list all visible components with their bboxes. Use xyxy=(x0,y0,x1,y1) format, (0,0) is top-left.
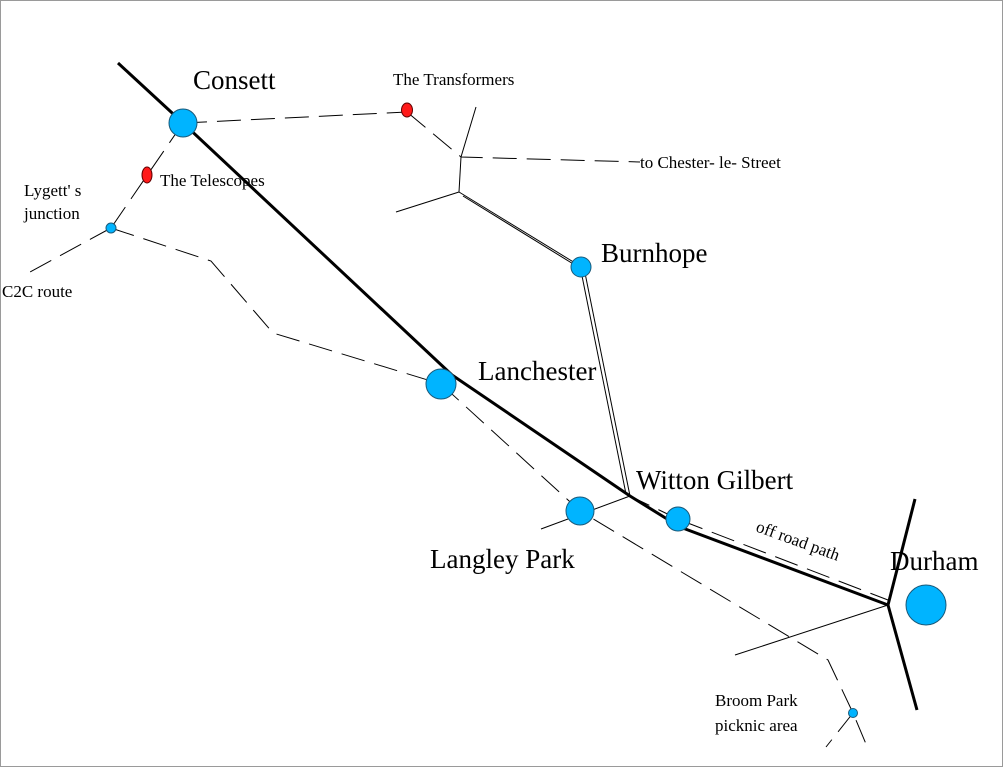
lanchester-label: Lanchester xyxy=(478,356,596,386)
broom-park-label-line1: Broom Park xyxy=(715,691,798,710)
transformers-marker xyxy=(401,102,413,118)
durham-marker xyxy=(905,584,947,626)
path-broom-park-west xyxy=(825,712,854,748)
broom-park-marker xyxy=(848,708,858,718)
witton-gilbert-label: Witton Gilbert xyxy=(636,465,794,495)
path-transformers-chester xyxy=(406,111,641,163)
main-road xyxy=(116,61,889,607)
lanchester-marker xyxy=(425,368,457,400)
chester-route-label: to Chester- le- Street xyxy=(640,153,781,172)
consett-label: Consett xyxy=(193,65,276,95)
durham-broom-road xyxy=(734,604,889,656)
burnhope-witton-road-a xyxy=(579,265,627,495)
off-road-path-label: off road path xyxy=(754,517,843,565)
transformers-label: The Transformers xyxy=(393,70,514,89)
path-lygett-lanchester xyxy=(110,227,442,385)
path-c2c xyxy=(29,227,112,273)
witton-gilbert-marker xyxy=(665,506,691,532)
burnhope-label: Burnhope xyxy=(601,238,708,268)
path-consett-lygett xyxy=(110,122,184,229)
burnhope-marker xyxy=(570,256,592,278)
path-consett-transformers xyxy=(182,111,408,124)
telescopes-label: The Telescopes xyxy=(160,171,265,190)
durham-label: Durham xyxy=(890,546,978,576)
lygetts-label-line1: Lygett' s xyxy=(24,181,81,200)
lygetts-label-line2: junction xyxy=(23,204,80,223)
path-lanchester-broom-park xyxy=(440,383,867,745)
consett-marker xyxy=(168,108,198,138)
road-west-of-burnhope xyxy=(395,191,460,213)
langley-park-label: Langley Park xyxy=(430,544,575,574)
path-off-road-durham xyxy=(679,519,889,601)
broom-park-label-line2: picknic area xyxy=(715,716,798,735)
road-to-burnhope-b xyxy=(462,195,584,271)
langley-park-marker xyxy=(565,496,595,526)
c2c-route-label: C2C route xyxy=(2,282,72,301)
lygetts-junction-marker xyxy=(105,222,117,234)
road-north-of-burnhope xyxy=(458,106,477,193)
telescopes-marker xyxy=(141,166,153,184)
burnhope-witton-road-b xyxy=(583,267,631,497)
road-to-burnhope-a xyxy=(458,191,581,267)
